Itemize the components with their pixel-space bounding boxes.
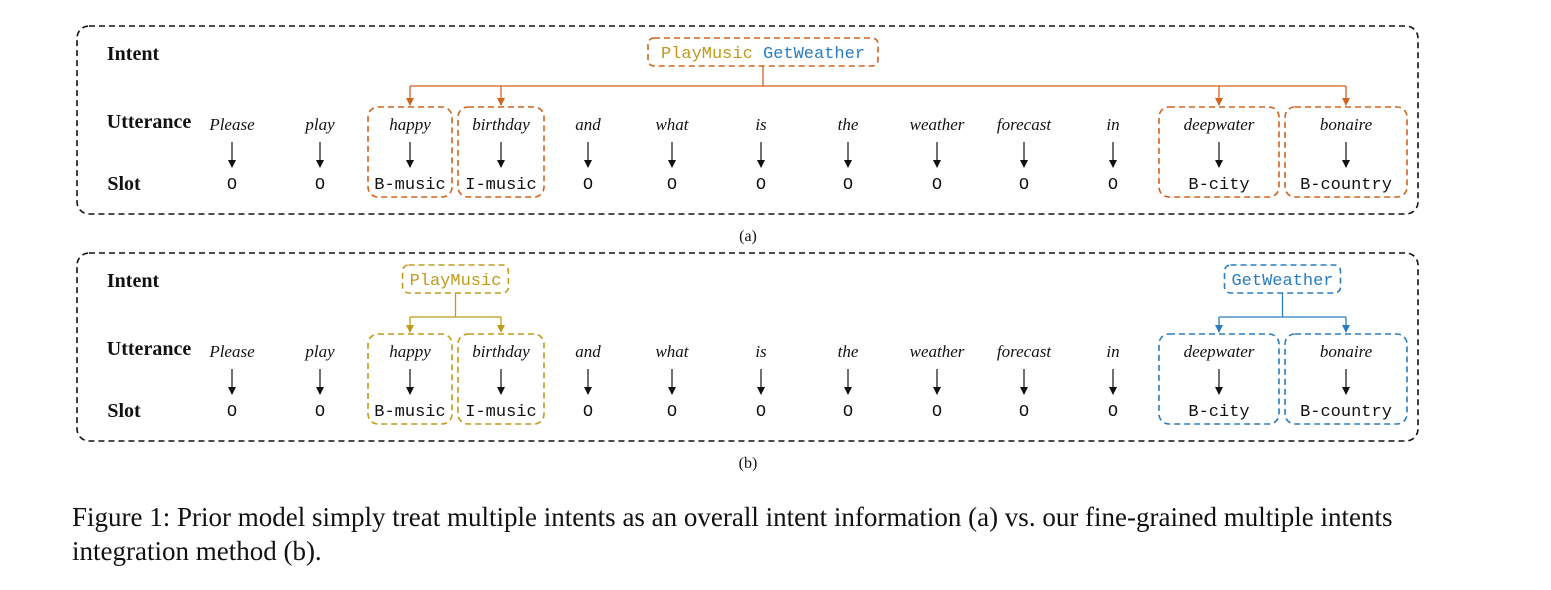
slot-label: I-music — [465, 176, 536, 195]
slot-label: O — [583, 176, 593, 195]
utterance-token: and — [575, 115, 601, 134]
row-label-slot: Slot — [107, 400, 141, 422]
figure-caption: Figure 1: Prior model simply treat multi… — [72, 502, 1393, 566]
token-box — [457, 333, 545, 425]
slot-label: O — [756, 176, 766, 195]
token-box — [1158, 106, 1280, 198]
utterance-token: bonaire — [1320, 115, 1373, 134]
slot-label: O — [667, 403, 677, 422]
slot-label: B-country — [1300, 403, 1392, 422]
utterance-token: is — [755, 115, 767, 134]
utterance-token: in — [1106, 115, 1119, 134]
utterance-token: happy — [389, 342, 431, 361]
utterance-token: forecast — [997, 342, 1052, 361]
panel-label: (a) — [739, 228, 757, 245]
intent-name: PlayMusic — [661, 45, 753, 64]
intent-label: GetWeather — [1231, 272, 1333, 291]
intent-name: GetWeather — [753, 45, 865, 64]
slot-label: O — [843, 176, 853, 195]
slot-label: B-city — [1188, 176, 1249, 195]
utterance-token: happy — [389, 115, 431, 134]
slot-label: O — [932, 403, 942, 422]
token-box — [367, 333, 453, 425]
utterance-token: deepwater — [1184, 342, 1255, 361]
slot-label: O — [315, 403, 325, 422]
row-label-slot: Slot — [107, 173, 141, 195]
slot-label: B-music — [374, 176, 445, 195]
row-label-utterance: Utterance — [107, 111, 192, 133]
utterance-token: forecast — [997, 115, 1052, 134]
utterance-token: birthday — [472, 115, 530, 134]
utterance-token: the — [838, 115, 859, 134]
utterance-token: and — [575, 342, 601, 361]
slot-label: O — [583, 403, 593, 422]
token-box — [367, 106, 453, 198]
utterance-token: weather — [910, 342, 965, 361]
slot-label: O — [227, 176, 237, 195]
row-label-intent: Intent — [107, 43, 160, 65]
slot-label: I-music — [465, 403, 536, 422]
utterance-token: is — [755, 342, 767, 361]
row-label-intent: Intent — [107, 270, 160, 292]
row-label-utterance: Utterance — [107, 338, 192, 360]
token-box — [1284, 333, 1408, 425]
slot-label: B-music — [374, 403, 445, 422]
slot-label: O — [843, 403, 853, 422]
utterance-token: bonaire — [1320, 342, 1373, 361]
utterance-token: in — [1106, 342, 1119, 361]
utterance-token: Please — [208, 342, 255, 361]
utterance-token: the — [838, 342, 859, 361]
slot-label: O — [756, 403, 766, 422]
slot-label: O — [315, 176, 325, 195]
utterance-token: play — [304, 115, 335, 134]
slot-label: B-country — [1300, 176, 1392, 195]
utterance-token: what — [655, 342, 689, 361]
token-box — [1158, 333, 1280, 425]
slot-label: B-city — [1188, 403, 1249, 422]
slot-label: O — [1019, 176, 1029, 195]
panel-label: (b) — [739, 455, 758, 472]
utterance-token: play — [304, 342, 335, 361]
slot-label: O — [1108, 403, 1118, 422]
slot-label: O — [227, 403, 237, 422]
utterance-token: deepwater — [1184, 115, 1255, 134]
utterance-token: birthday — [472, 342, 530, 361]
overall-intent-label: PlayMusic GetWeather — [661, 45, 865, 64]
slot-label: O — [667, 176, 677, 195]
slot-label: O — [1108, 176, 1118, 195]
utterance-token: Please — [208, 115, 255, 134]
token-box — [457, 106, 545, 198]
slot-label: O — [932, 176, 942, 195]
token-box — [1284, 106, 1408, 198]
slot-label: O — [1019, 403, 1029, 422]
utterance-token: what — [655, 115, 689, 134]
utterance-token: weather — [910, 115, 965, 134]
intent-label: PlayMusic — [410, 272, 502, 291]
